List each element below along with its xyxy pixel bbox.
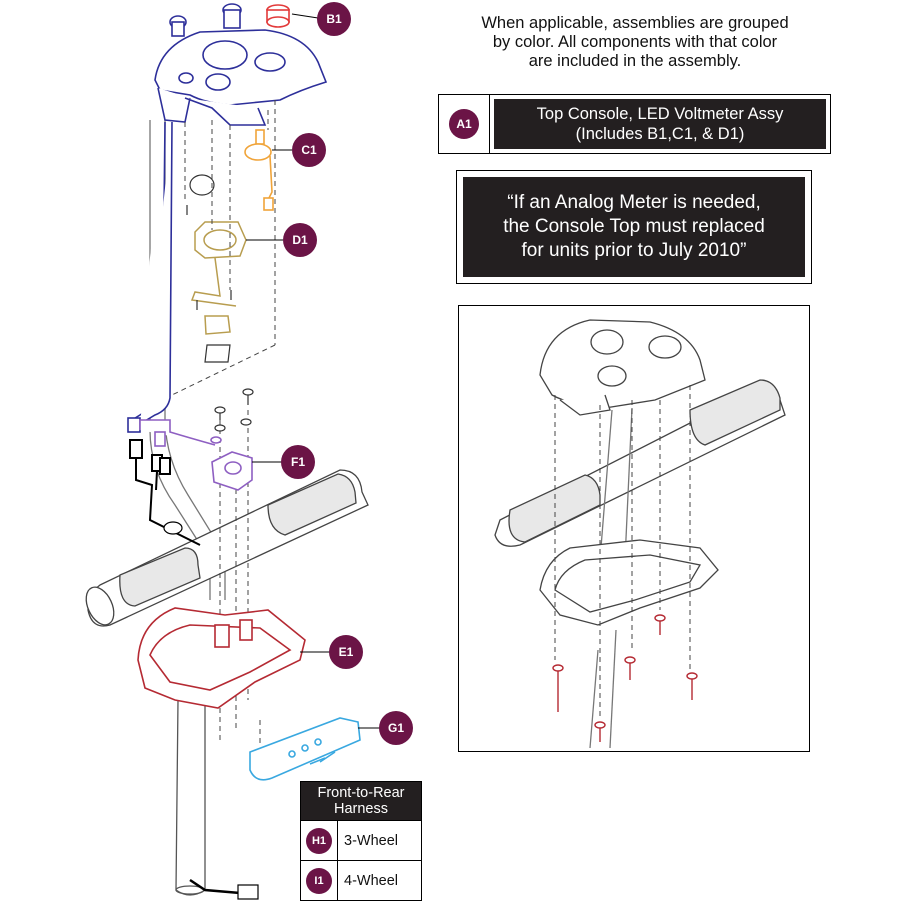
note-line-1: When applicable, assemblies are grouped [481,14,789,32]
e1-bottom-console [137,607,306,709]
warning-line-2: the Console Top must replaced [503,216,765,237]
harness-title-line-2: Harness [334,801,388,817]
harness-title-line-1: Front-to-Rear [317,785,405,801]
warning-line-3: for units prior to July 2010” [521,240,747,261]
inset-guide-lines [554,385,691,720]
callout-g1: G1 [379,711,413,745]
inset-frame [458,305,810,752]
warning-line-1: “If an Analog Meter is needed, [507,192,761,213]
note-line-2: by color. All components with that color [492,33,778,51]
h1-label: 3-Wheel [337,820,422,861]
callout-f1: F1 [281,445,315,479]
c1-meter [244,129,274,211]
harness-row-i1: I1 4-Wheel [300,860,422,901]
a1-line-2: (Includes B1,C1, & D1) [575,125,745,143]
callout-c1: C1 [292,133,326,167]
d1-board [190,221,247,335]
assembly-a1-label: A1 Top Console, LED Voltmeter Assy (Incl… [438,94,831,154]
wiring-harness [129,439,259,900]
b1-knob [266,4,290,28]
harness-header: Front-to-Rear Harness [300,781,422,821]
i1-label: 4-Wheel [337,860,422,901]
note-line-3: are included in the assembly. [528,52,742,70]
f1-screws [214,388,254,432]
h1-badge: H1 [306,827,332,854]
a1-badge-cell: A1 [439,95,490,153]
f1-bracket [139,419,253,491]
a1-badge: A1 [449,109,479,139]
callout-leaders [246,13,380,729]
top-console-assembly [127,3,328,433]
callout-d1: D1 [283,223,317,257]
a1-description: Top Console, LED Voltmeter Assy (Include… [494,99,826,149]
callout-e1: E1 [329,635,363,669]
harness-table: Front-to-Rear Harness H1 3-Wheel I1 4-Wh… [300,781,422,901]
handlebar [85,469,369,627]
harness-row-h1: H1 3-Wheel [300,820,422,861]
a1-line-1: Top Console, LED Voltmeter Assy [536,105,784,123]
inset-assembly-illustration [494,319,786,749]
inset-screws [552,614,698,742]
analog-meter-warning: “If an Analog Meter is needed, the Conso… [456,170,812,284]
warning-text: “If an Analog Meter is needed, the Conso… [463,177,805,277]
hardware-small [186,174,232,363]
i1-badge: I1 [306,867,332,894]
g1-plate [249,717,361,781]
color-grouping-note: When applicable, assemblies are grouped … [440,14,830,71]
callout-b1: B1 [317,2,351,36]
